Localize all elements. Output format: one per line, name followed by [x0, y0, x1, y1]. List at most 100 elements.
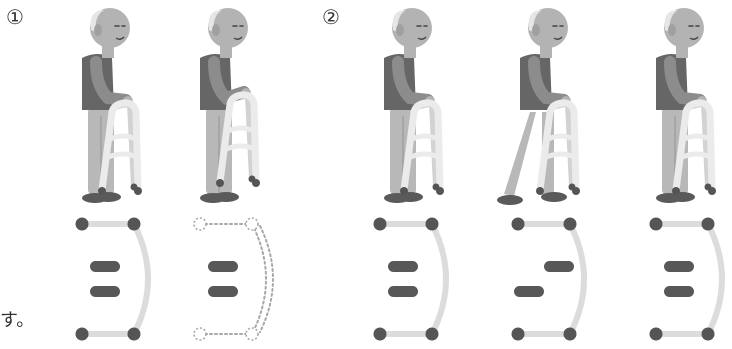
elderly-person-with-walker — [656, 8, 716, 203]
mouth — [115, 36, 125, 40]
walker-crossbar-2 — [222, 143, 258, 153]
walker-tip — [127, 217, 141, 231]
footprint-diagrams-row — [75, 217, 725, 341]
walker-back-leg — [229, 92, 255, 181]
footprint-right — [388, 261, 418, 272]
ear — [94, 24, 102, 36]
mouth — [233, 36, 243, 40]
walker-tip-dotted — [245, 327, 259, 341]
walker-rear-leg — [694, 99, 716, 194]
mouth — [417, 36, 427, 40]
caption-text-fragment: す。 — [0, 310, 35, 331]
walker-back-leg — [549, 100, 575, 189]
walker-rear-leg — [558, 99, 580, 194]
walker-tip — [75, 327, 89, 341]
walker-tip — [701, 327, 715, 341]
walker-crossbar-1 — [224, 125, 257, 135]
footprint-left — [514, 286, 544, 297]
hair — [664, 10, 678, 32]
footprint-right — [208, 261, 238, 272]
walker-tip — [373, 217, 387, 231]
ear — [532, 24, 540, 36]
walker-back-leg — [111, 100, 137, 189]
shoe-right — [213, 192, 239, 202]
head — [528, 8, 568, 48]
arm — [90, 56, 132, 106]
walker-tip — [563, 217, 577, 231]
walker-tip — [649, 327, 663, 341]
walker-back — [111, 100, 137, 189]
ear — [668, 24, 676, 36]
walker-side-frame — [567, 221, 587, 337]
figures-row — [82, 8, 716, 205]
walker-tip — [216, 179, 224, 187]
walker-crossbar-1 — [544, 133, 577, 143]
head — [90, 8, 130, 48]
footprint-left — [90, 286, 120, 297]
walker-front — [400, 99, 444, 195]
walker-side-frame-inner — [259, 225, 274, 333]
footprint-right — [664, 261, 694, 272]
walker-front — [672, 99, 716, 195]
head — [664, 8, 704, 48]
walker-tip — [130, 183, 138, 191]
walker-tip — [511, 327, 525, 341]
walker-crossbar-2 — [678, 151, 714, 161]
walker-tip — [98, 187, 106, 195]
walker-tip — [563, 327, 577, 341]
footprint-diagram — [511, 217, 587, 341]
footprint-left — [664, 286, 694, 297]
walker-crossbar-1 — [408, 133, 441, 143]
head — [208, 8, 248, 48]
hair — [208, 10, 222, 32]
walker-side-frame — [251, 223, 267, 335]
walker-tip — [425, 327, 439, 341]
walker-back-leg — [413, 100, 439, 189]
mouth — [689, 36, 699, 40]
walker-rear-leg — [238, 91, 260, 186]
walker-crossbar-2 — [104, 151, 140, 161]
walker-back — [549, 100, 575, 189]
walker-crossbar-2 — [406, 151, 442, 161]
arm — [208, 56, 250, 105]
walker-side-frame — [429, 221, 449, 337]
elderly-person-with-walker — [200, 8, 260, 203]
walker-tip — [511, 217, 525, 231]
walker-tip — [127, 327, 141, 341]
walker-front — [98, 99, 142, 195]
head — [392, 8, 432, 48]
walker-tip — [568, 183, 576, 191]
walker-tip — [373, 327, 387, 341]
walker-front — [536, 99, 580, 195]
walker-tip-dotted — [245, 217, 259, 231]
footprint-diagram — [373, 217, 449, 341]
walker-tip — [248, 175, 256, 183]
walker-tip — [672, 187, 680, 195]
walker-back-leg — [685, 100, 711, 189]
hair — [392, 10, 406, 32]
hair — [90, 10, 104, 32]
footprint-right — [90, 261, 120, 272]
walker-front — [216, 91, 260, 187]
elderly-person-with-walker — [82, 8, 142, 203]
walker-tip-dotted — [193, 217, 207, 231]
ear — [212, 24, 220, 36]
elderly-person-with-walker — [384, 8, 444, 203]
shoe-rear — [497, 195, 523, 205]
elderly-person-with-walker — [497, 8, 580, 205]
walker-rear-leg — [422, 99, 444, 194]
walker-tip — [432, 183, 440, 191]
shoe-front — [541, 192, 567, 202]
walker-tip — [704, 183, 712, 191]
walker-rear-leg — [120, 99, 142, 194]
footprint-diagram — [649, 217, 725, 341]
walker-tip — [536, 187, 544, 195]
pants-rear-leg — [504, 112, 536, 196]
walker-tip — [75, 217, 89, 231]
walker-back — [413, 100, 439, 189]
mouth — [553, 36, 563, 40]
footprint-left — [208, 286, 238, 297]
walker-tip — [400, 187, 408, 195]
walker-crossbar-2 — [542, 151, 578, 161]
